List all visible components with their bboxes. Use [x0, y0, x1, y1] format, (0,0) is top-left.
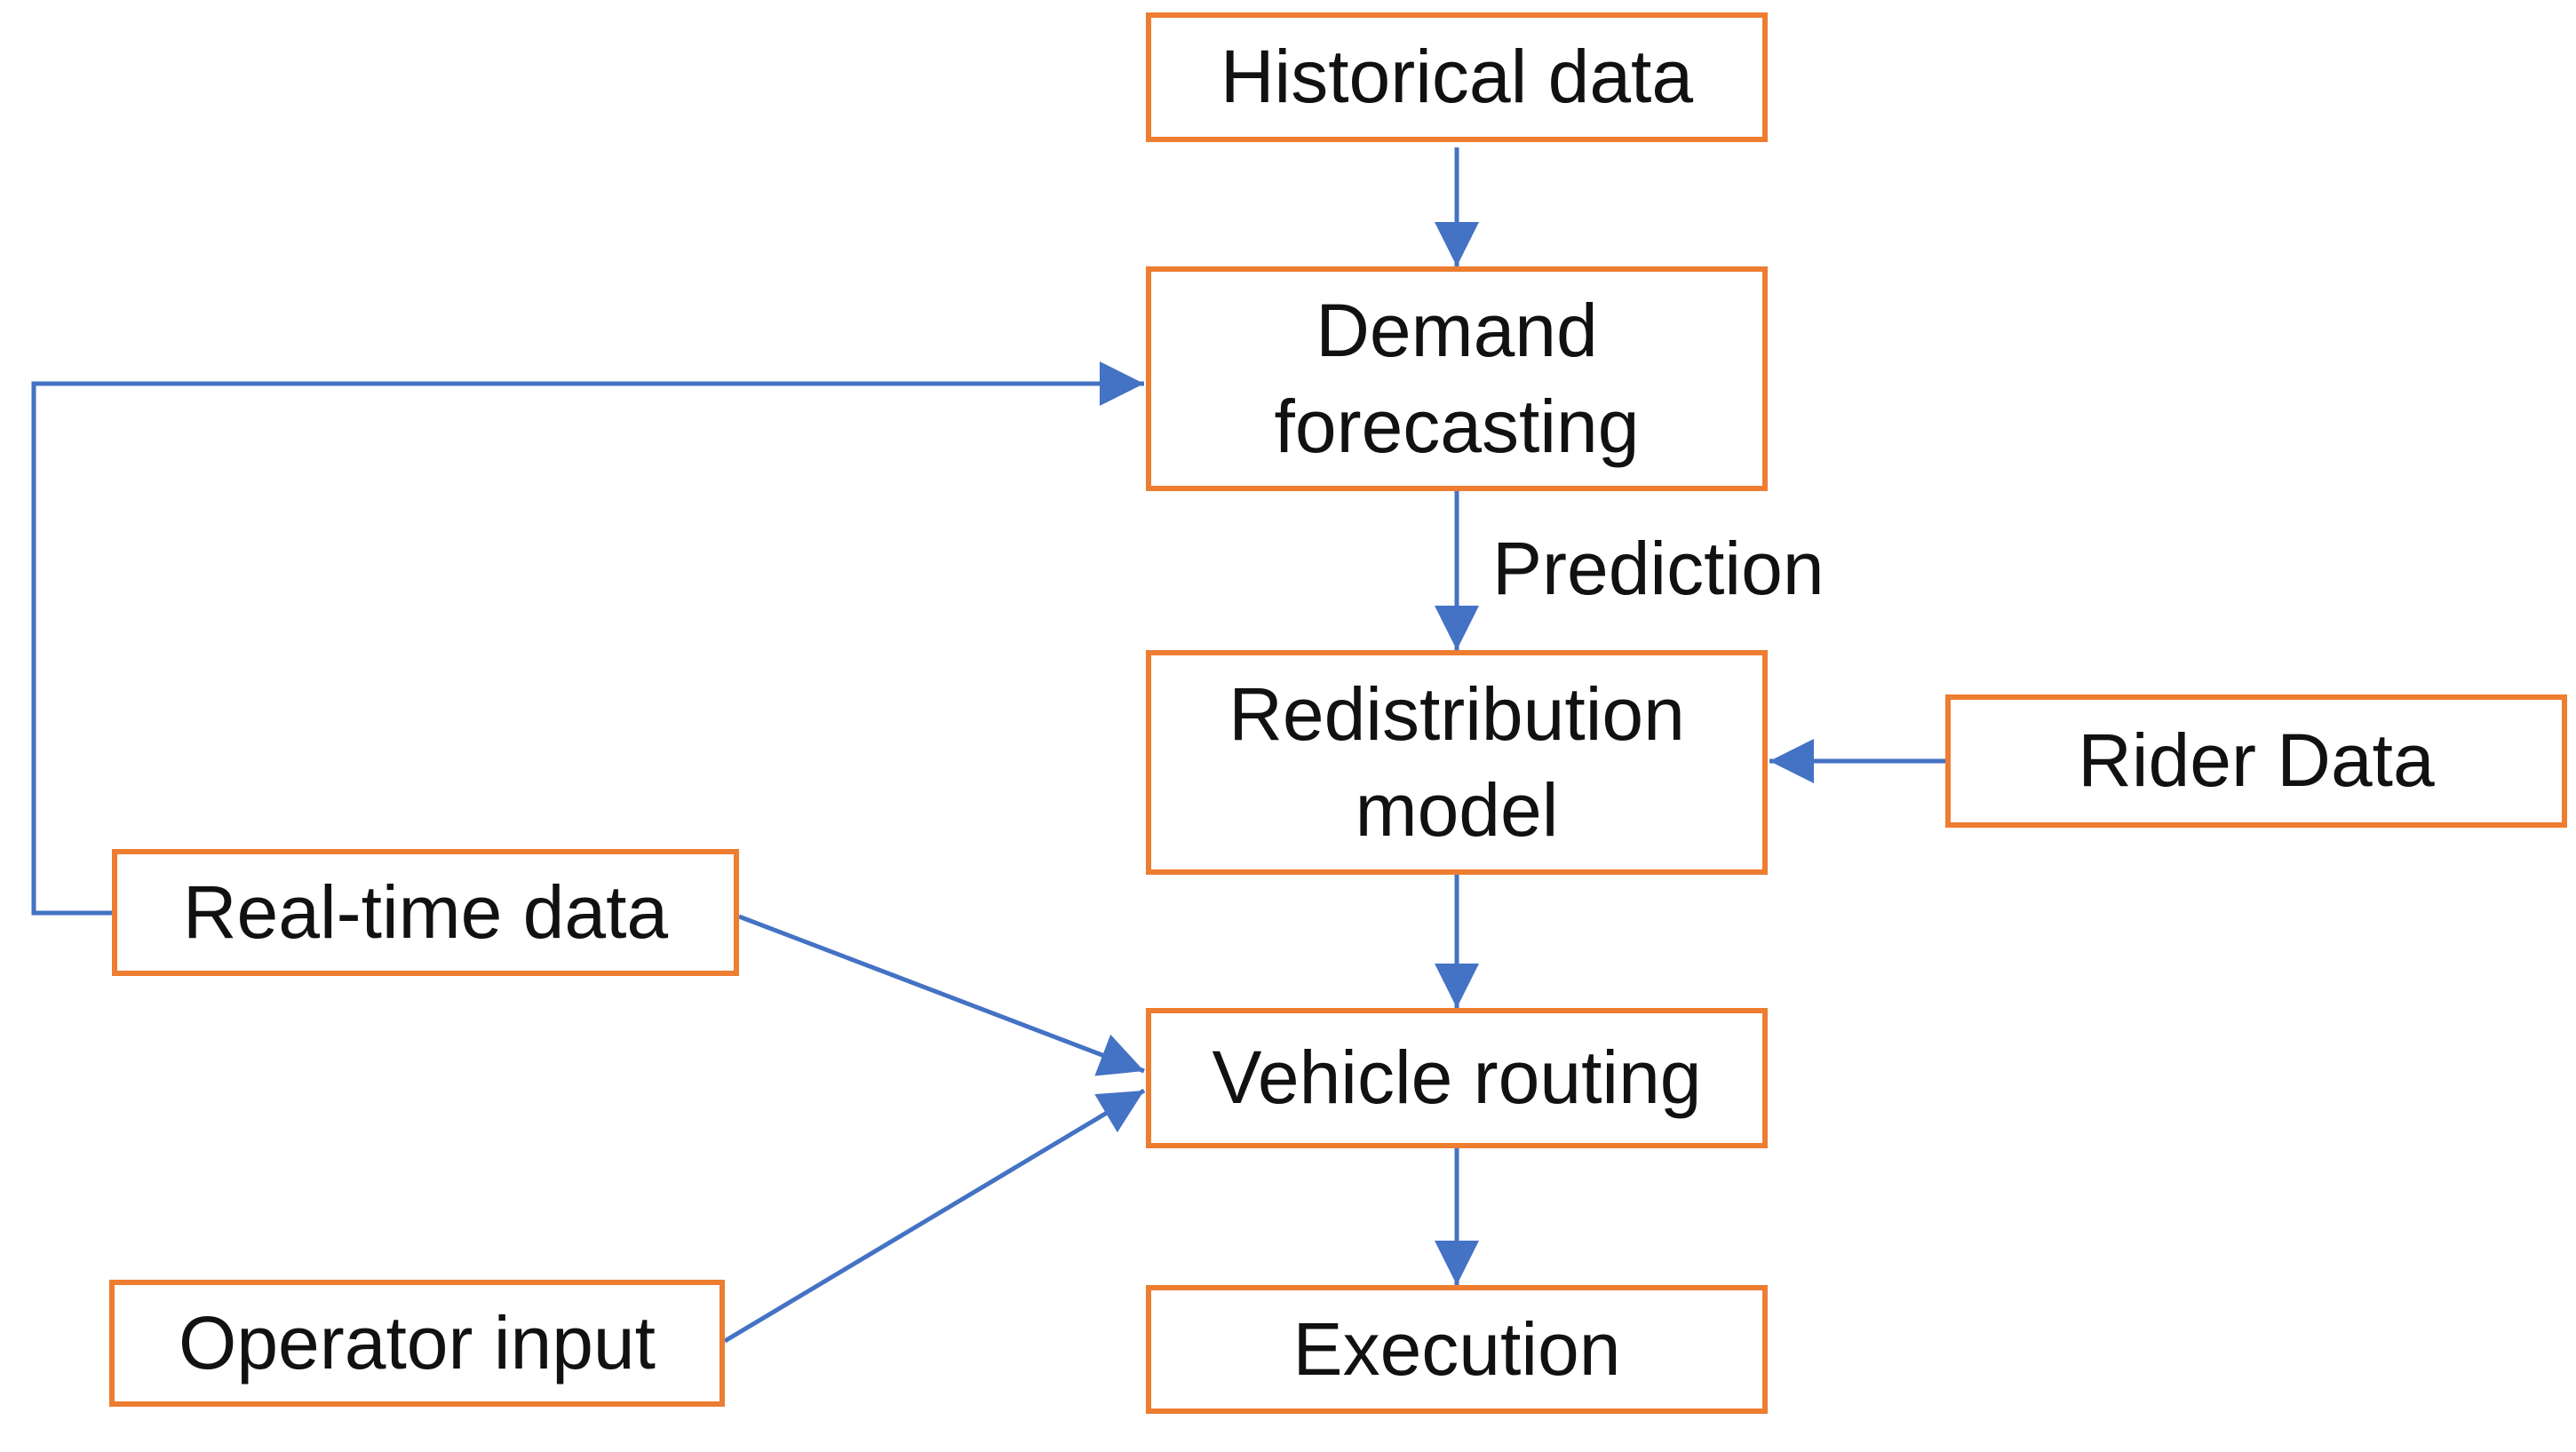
node-demand-forecasting-label-line2: forecasting — [1274, 384, 1640, 468]
node-real-time-data-label: Real-time data — [182, 869, 669, 954]
node-redistribution-model: Redistribution model — [1146, 650, 1768, 875]
node-rider-data: Rider Data — [1945, 694, 2567, 828]
node-real-time-data: Real-time data — [112, 849, 739, 976]
node-redistribution-model-label-line2: model — [1355, 767, 1559, 852]
edge-label-prediction: Prediction — [1492, 527, 1825, 610]
node-operator-input-label: Operator input — [179, 1300, 656, 1385]
node-vehicle-routing: Vehicle routing — [1146, 1008, 1768, 1148]
node-execution-label: Execution — [1292, 1306, 1621, 1391]
node-historical-data: Historical data — [1146, 12, 1768, 142]
node-rider-data-label: Rider Data — [2078, 718, 2435, 803]
node-demand-forecasting-label-line1: Demand — [1316, 288, 1598, 372]
node-redistribution-model-label-line1: Redistribution — [1228, 671, 1685, 756]
node-historical-data-label: Historical data — [1220, 35, 1694, 119]
node-execution: Execution — [1146, 1285, 1768, 1414]
edge-realtime-to-vehicle — [738, 914, 1145, 1076]
edge-realtime-feedback-to-demand — [31, 361, 1144, 916]
edge-operator-to-vehicle — [723, 1088, 1146, 1344]
node-demand-forecasting: Demand forecasting — [1146, 266, 1768, 491]
node-operator-input: Operator input — [109, 1280, 725, 1407]
node-vehicle-routing-label: Vehicle routing — [1212, 1035, 1702, 1120]
